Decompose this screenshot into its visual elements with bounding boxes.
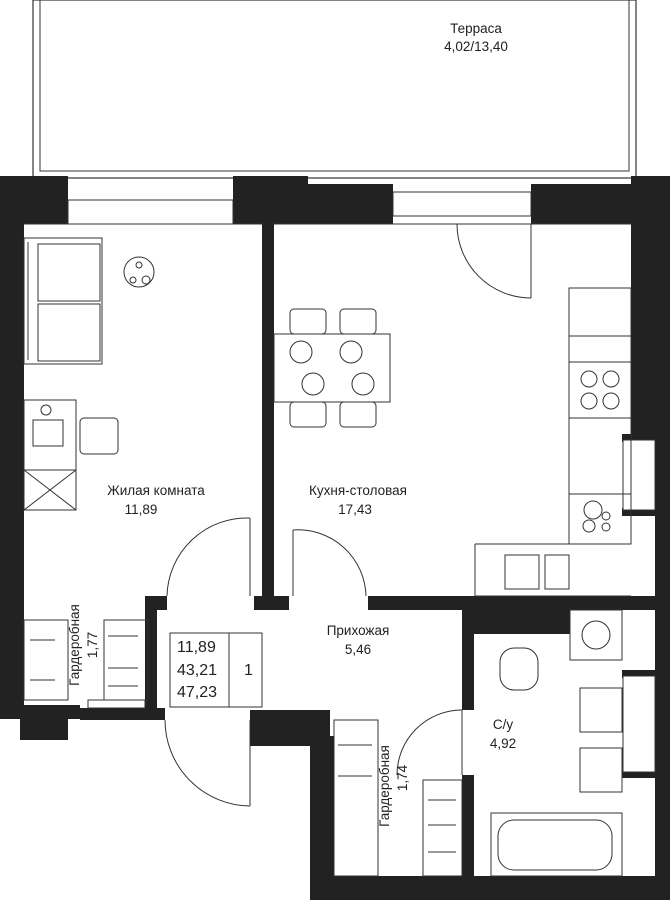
- wardrobe-left: [23, 619, 149, 709]
- wardrobe-right: [333, 719, 463, 877]
- hall-name: Прихожая: [327, 623, 390, 638]
- summary-box: 11,89 43,21 47,23 1: [169, 632, 263, 708]
- terrace-name: Терраса: [450, 21, 502, 36]
- wardrobe-left-name: Гардеробная: [67, 604, 82, 686]
- total-area-value: 43,21: [177, 662, 217, 679]
- bathroom-fixtures: [490, 609, 623, 877]
- interior-lines: [24, 223, 631, 597]
- doors: [164, 223, 532, 807]
- bathroom-area: 4,92: [490, 736, 516, 751]
- kitchen-name: Кухня-столовая: [309, 483, 407, 498]
- living-room-name: Жилая комната: [107, 483, 205, 498]
- dining-table: [273, 308, 391, 428]
- living-area-value: 11,89: [177, 639, 216, 656]
- total-with-terrace-value: 47,23: [177, 684, 217, 701]
- bathroom-name: С/у: [493, 717, 514, 732]
- sink-and-drainer: [504, 554, 570, 590]
- coffee-table: [123, 256, 155, 288]
- room-labels: Терраса 4,02/13,40 Жилая комната 11,89 К…: [67, 21, 516, 827]
- living-room-area: 11,89: [125, 502, 158, 517]
- walls: [0, 176, 670, 900]
- terrace: [32, 0, 637, 179]
- sofa: [23, 237, 103, 365]
- hall-area: 5,46: [345, 642, 371, 657]
- kitchen-counter: [568, 287, 632, 545]
- desk: [23, 399, 119, 511]
- kitchen-area: 17,43: [338, 502, 372, 517]
- terrace-area: 4,02/13,40: [444, 39, 508, 54]
- wardrobe-left-area: 1,77: [85, 632, 100, 658]
- wardrobe-right-area: 1,74: [395, 764, 410, 791]
- rooms-count-value: 1: [244, 662, 253, 679]
- windows: [67, 191, 656, 773]
- wardrobe-right-name: Гардеробная: [377, 745, 392, 827]
